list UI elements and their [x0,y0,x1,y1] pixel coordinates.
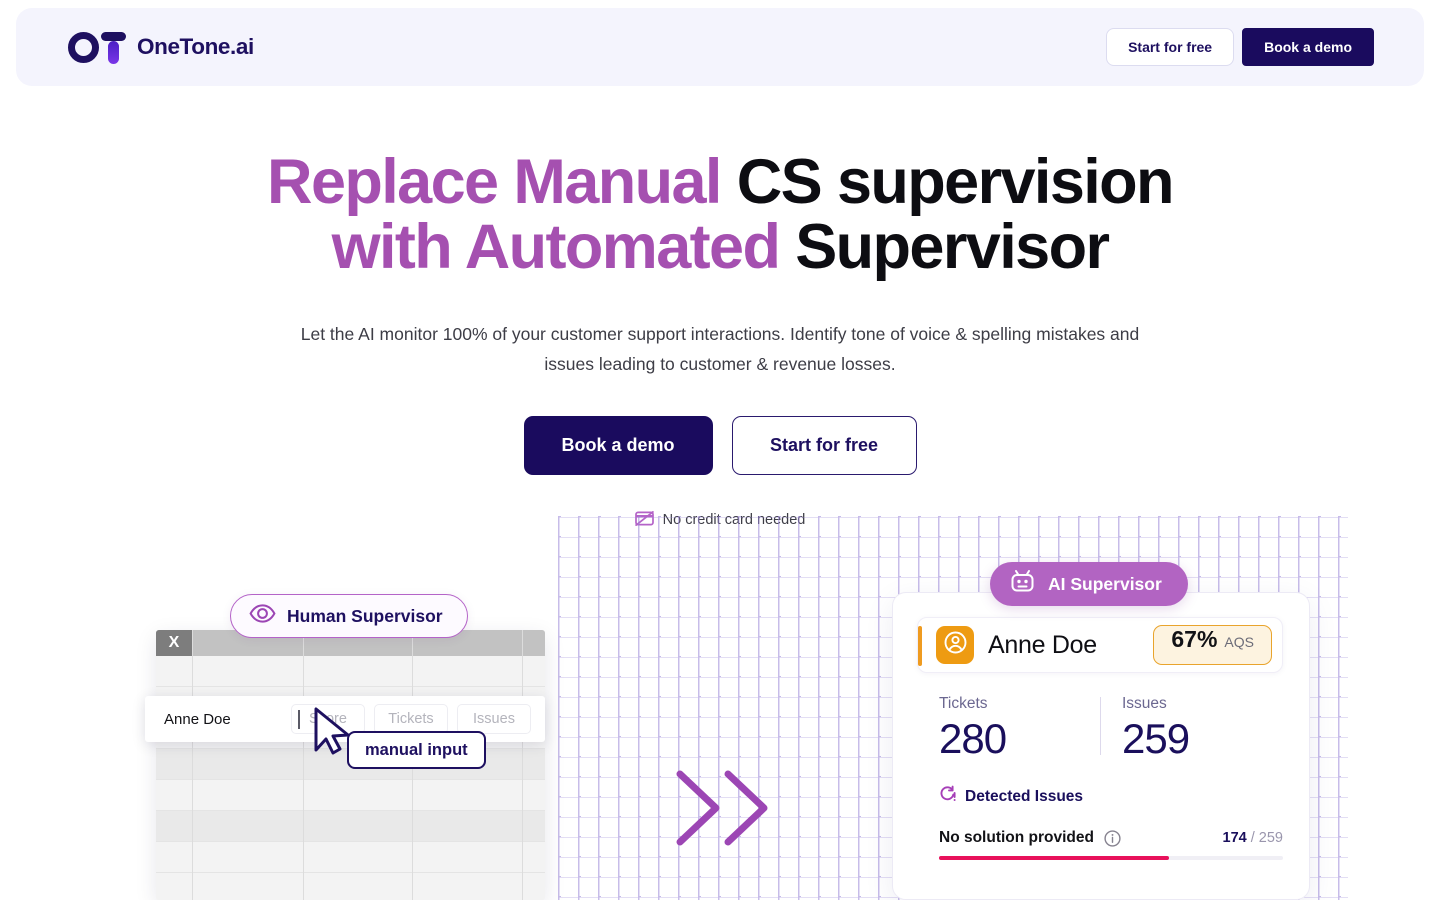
table-row[interactable] [156,811,545,842]
human-supervisor-label: Human Supervisor [287,605,443,626]
page-title: Replace Manual CS supervision with Autom… [0,150,1440,280]
mouse-pointer-icon [312,706,358,761]
issue-row: No solution provided 174 / 259 [939,829,1283,847]
aqs-value: 67% [1171,626,1218,652]
issue-progress-track [939,856,1283,860]
tickets-input[interactable]: Tickets [374,704,448,734]
logo-o-shape [68,32,99,63]
issue-count-current: 174 [1222,830,1247,846]
logo-t-stem [108,41,119,64]
avatar [936,626,974,664]
agent-name: Anne Doe [988,630,1097,659]
issue-name: No solution provided [939,829,1094,846]
hero-book-a-demo-button[interactable]: Book a demo [523,415,713,475]
stat-tickets-label: Tickets [939,695,988,712]
site-header: OneTone.ai Start for free Book a demo [16,8,1424,86]
header-start-for-free-button[interactable]: Start for free [1106,28,1235,66]
table-row[interactable] [156,842,545,873]
stat-issues: Issues 259 [1100,695,1283,763]
aqs-label: AQS [1224,634,1254,650]
hero-start-for-free-button[interactable]: Start for free [731,415,917,475]
stat-issues-label: Issues [1122,695,1167,712]
user-circle-icon [944,631,967,659]
info-icon[interactable] [1104,829,1121,847]
brand-name: OneTone.ai [137,34,254,59]
eye-icon [249,604,276,628]
header-actions: Start for free Book a demo [1106,28,1374,66]
hero-section: Replace Manual CS supervision with Autom… [0,150,1440,530]
issue-progress-fill [939,856,1170,860]
human-supervisor-pill: Human Supervisor [230,594,468,638]
headline-plain-1: CS supervision [736,147,1175,217]
table-row[interactable] [156,780,545,811]
headline-plain-2: Supervisor [795,211,1110,282]
issue-count-total: 259 [1258,830,1283,846]
stats-row: Tickets 280 Issues 259 [917,695,1283,763]
hero-cta-row: Book a demo Start for free [0,415,1440,475]
stat-tickets: Tickets 280 [917,695,1100,763]
table-row[interactable] [156,656,545,687]
headline-accent-1: Replace Manual [267,147,722,217]
issue-count-separator: / [1250,830,1255,846]
issues-input[interactable]: Issues [457,704,531,734]
double-chevron-right-icon [672,766,778,855]
spreadsheet-corner-cell: X [156,630,192,656]
headline-accent-2: with Automated [331,211,781,282]
spreadsheet-body [156,656,545,900]
stat-issues-value: 259 [1122,715,1190,762]
stat-tickets-value: 280 [939,715,1007,762]
ai-supervisor-pill: AI Supervisor [990,562,1188,606]
issue-count: 174 / 259 [1223,830,1284,846]
status-badge: 67% AQS [1153,625,1272,665]
human-supervisor-panel: X Anne Doe Score [145,630,545,900]
row-agent-name: Anne Doe [164,710,231,728]
ai-supervisor-card: Anne Doe 67% AQS Tickets 280 Issues 259 [892,592,1310,900]
ai-supervisor-label: AI Supervisor [1048,573,1162,594]
onetone-logo-icon [68,30,126,64]
detected-issues-heading: Detected Issues [939,785,1283,808]
alert-refresh-icon [939,785,957,808]
detected-issues-label: Detected Issues [965,787,1084,805]
table-row[interactable] [156,873,545,900]
brand-logo[interactable]: OneTone.ai [68,30,254,64]
hero-subtitle: Let the AI monitor 100% of your customer… [300,323,1140,374]
logo-t-bar [101,32,126,41]
header-book-a-demo-button[interactable]: Book a demo [1242,28,1374,66]
agent-name-row: Anne Doe 67% AQS [917,617,1283,673]
spreadsheet-header-row: X [156,630,545,656]
manual-input-tooltip: manual input [347,731,486,769]
robot-icon [1009,569,1036,599]
name-accent-bar [918,626,922,666]
stats-divider [1100,697,1101,755]
